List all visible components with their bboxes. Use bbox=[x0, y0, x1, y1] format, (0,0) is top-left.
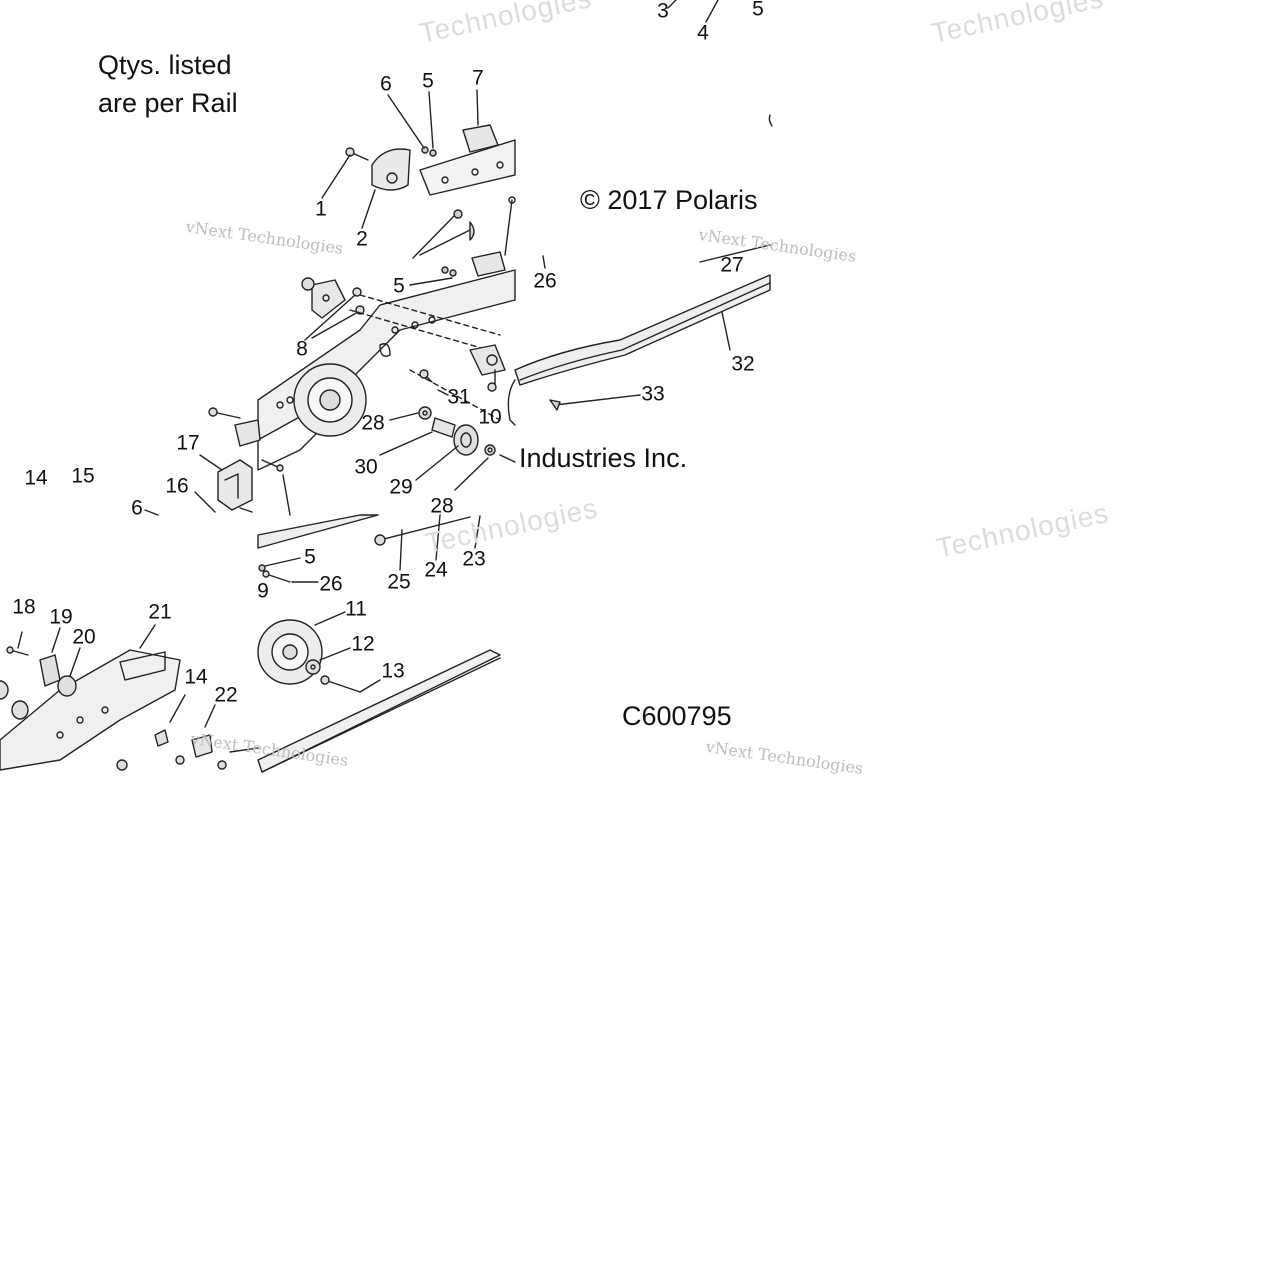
callout-28: 28 bbox=[430, 494, 454, 518]
callout-20: 20 bbox=[72, 625, 96, 649]
callout-13: 13 bbox=[381, 659, 405, 683]
qty-note-line1: Qtys. listed bbox=[98, 50, 232, 80]
callout-29: 29 bbox=[389, 475, 413, 499]
callout-16: 16 bbox=[165, 474, 189, 498]
callout-1: 1 bbox=[315, 197, 327, 221]
callout-10: 10 bbox=[478, 405, 502, 429]
company-name: Industries Inc. bbox=[519, 443, 688, 473]
callout-5: 5 bbox=[304, 545, 316, 569]
callout-12: 12 bbox=[351, 632, 375, 656]
callout-9: 9 bbox=[257, 579, 269, 603]
callout-32: 32 bbox=[731, 352, 755, 376]
callout-21: 21 bbox=[148, 600, 172, 624]
callout-27: 27 bbox=[720, 253, 744, 277]
callout-5: 5 bbox=[422, 69, 434, 93]
callout-25: 25 bbox=[387, 570, 411, 594]
callout-14: 14 bbox=[24, 466, 48, 490]
copyright-notice: © 2017 Polaris bbox=[580, 185, 758, 215]
callout-18: 18 bbox=[12, 595, 36, 619]
callout-26: 26 bbox=[319, 572, 343, 596]
callout-19: 19 bbox=[49, 605, 73, 629]
callout-15: 15 bbox=[71, 464, 95, 488]
callout-4: 4 bbox=[697, 21, 709, 45]
callout-31: 31 bbox=[447, 385, 471, 409]
callout-14: 14 bbox=[184, 665, 208, 689]
callout-30: 30 bbox=[354, 455, 378, 479]
callout-3: 3 bbox=[657, 0, 669, 23]
callout-26: 26 bbox=[533, 269, 557, 293]
callout-28: 28 bbox=[361, 411, 385, 435]
callout-17: 17 bbox=[176, 431, 200, 455]
callout-24: 24 bbox=[424, 558, 448, 582]
drawing-code: C600795 bbox=[622, 701, 732, 731]
callout-6: 6 bbox=[131, 496, 143, 520]
callout-6: 6 bbox=[380, 72, 392, 96]
qty-note-line2: are per Rail bbox=[98, 88, 238, 118]
callout-5: 5 bbox=[752, 0, 764, 21]
callout-2: 2 bbox=[356, 227, 368, 251]
callout-23: 23 bbox=[462, 547, 486, 571]
callout-33: 33 bbox=[641, 382, 665, 406]
callout-8: 8 bbox=[296, 337, 308, 361]
callout-7: 7 bbox=[472, 66, 484, 90]
callout-22: 22 bbox=[214, 683, 238, 707]
callout-5: 5 bbox=[393, 274, 405, 298]
callout-11: 11 bbox=[345, 597, 367, 621]
